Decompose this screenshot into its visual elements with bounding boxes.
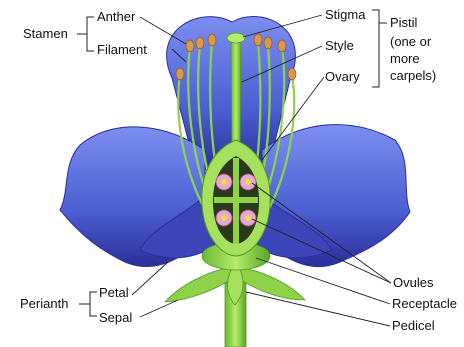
label-pistil-note-2: more	[390, 51, 420, 66]
pedicel-leader	[246, 292, 390, 326]
style	[231, 40, 241, 150]
stamen-bracket	[77, 17, 94, 51]
label-anther: Anther	[97, 9, 136, 24]
label-pistil-note-3: carpels)	[390, 68, 436, 83]
label-petal: Petal	[99, 285, 129, 300]
label-sepal: Sepal	[99, 310, 132, 325]
label-ovules: Ovules	[393, 275, 434, 290]
label-pistil-note-1: (one or	[390, 34, 432, 49]
label-pedicel: Pedicel	[392, 318, 435, 333]
stigma	[227, 33, 245, 43]
label-ovary: Ovary	[325, 69, 360, 84]
label-stigma: Stigma	[325, 7, 366, 22]
label-perianth: Perianth	[20, 296, 68, 311]
pistil-bracket	[372, 10, 387, 87]
sepal-leader	[140, 300, 178, 317]
label-receptacle: Receptacle	[392, 296, 457, 311]
sepal-right	[238, 268, 305, 300]
label-stamen: Stamen	[23, 26, 68, 41]
ovary-crossbar	[214, 197, 258, 203]
perianth-bracket	[79, 292, 97, 316]
sepal-left	[165, 268, 233, 302]
label-pistil: Pistil	[390, 15, 418, 30]
label-style: Style	[325, 38, 354, 53]
label-filament: Filament	[97, 42, 147, 57]
petal-leader	[132, 262, 168, 295]
